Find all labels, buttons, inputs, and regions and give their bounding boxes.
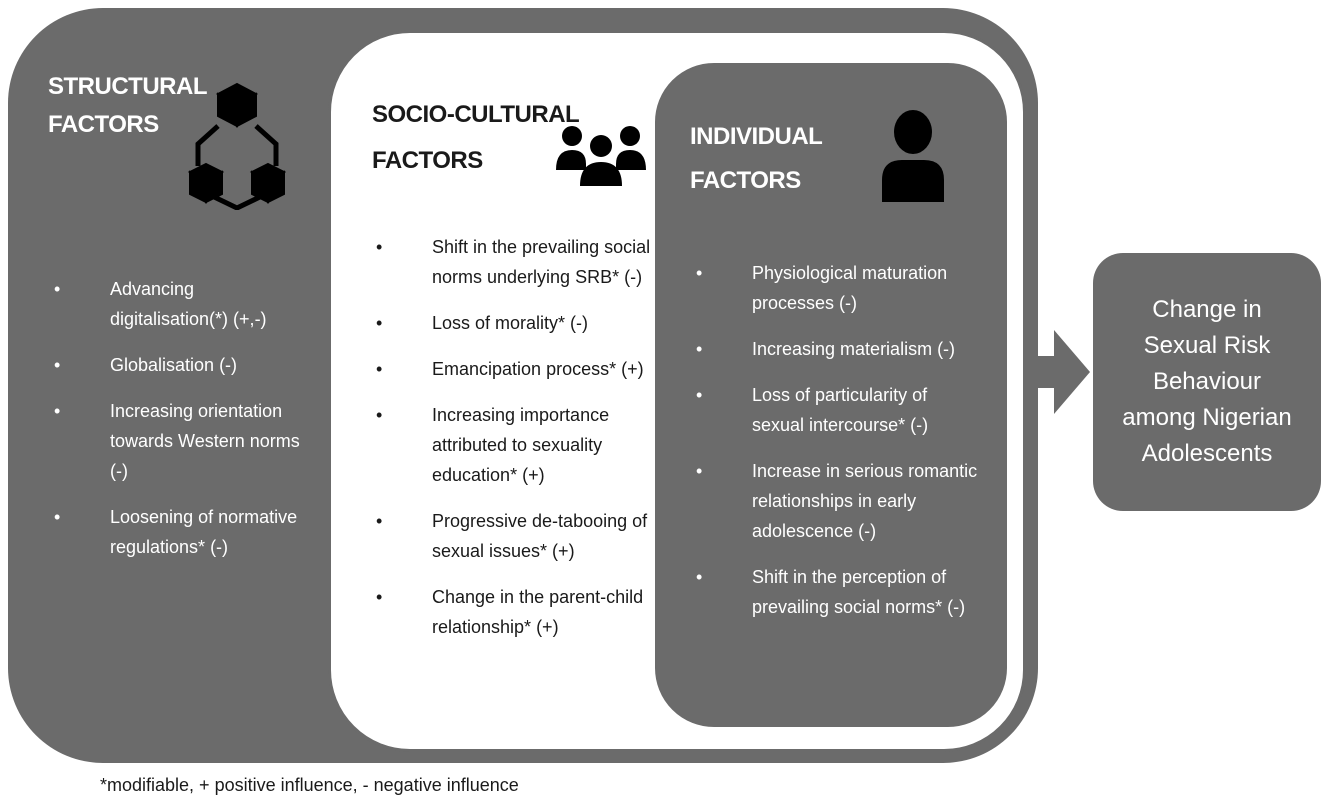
socio-cultural-factors-list: •Shift in the prevailing social norms un… xyxy=(376,232,654,658)
individual-factors-box xyxy=(652,60,1010,730)
socio-cultural-item-6: Change in the parent-child relationship*… xyxy=(432,587,644,637)
socio-cultural-item-3: Emancipation process* (+) xyxy=(432,359,644,379)
individual-item-5: Shift in the perception of prevailing so… xyxy=(752,567,966,617)
structural-item-4: Loosening of normative regulations* (-) xyxy=(110,507,298,557)
list-item: •Increasing orientation towards Western … xyxy=(54,401,300,481)
list-item: •Loosening of normative regulations* (-) xyxy=(54,507,298,557)
structural-item-1: Advancing digitalisation(*) (+,-) xyxy=(110,279,267,329)
list-item: •Advancing digitalisation(*) (+,-) xyxy=(54,279,267,329)
individual-item-2: Increasing materialism (-) xyxy=(752,339,956,359)
group-icon xyxy=(556,126,646,186)
structural-heading-line2: FACTORS xyxy=(48,111,159,138)
individual-factors-list: •Physiological maturation processes (-) … xyxy=(696,258,982,638)
list-item: •Globalisation (-) xyxy=(54,355,238,375)
list-item: •Progressive de-tabooing of sexual issue… xyxy=(376,511,648,561)
list-item: •Shift in the prevailing social norms un… xyxy=(376,237,651,287)
individual-item-3: Loss of particularity of sexual intercou… xyxy=(752,385,929,435)
list-item: •Shift in the perception of prevailing s… xyxy=(696,567,966,617)
structural-factors-list: •Advancing digitalisation(*) (+,-) •Glob… xyxy=(54,274,310,578)
outcome-label: Change in Sexual Risk Behaviour among Ni… xyxy=(1122,296,1292,467)
individual-heading-line2: FACTORS xyxy=(690,167,801,194)
structural-heading-line1: STRUCTURAL xyxy=(48,73,207,100)
individual-heading-line1: INDIVIDUAL xyxy=(690,123,823,150)
structural-item-2: Globalisation (-) xyxy=(110,355,238,375)
structural-item-3: Increasing orientation towards Western n… xyxy=(110,401,300,481)
person-icon xyxy=(882,110,944,202)
individual-heading: INDIVIDUAL FACTORS xyxy=(690,118,823,200)
socio-cultural-item-5: Progressive de-tabooing of sexual issues… xyxy=(432,511,648,561)
footnote: *modifiable, + positive influence, - neg… xyxy=(100,775,519,795)
list-item: •Physiological maturation processes (-) xyxy=(696,263,948,313)
structural-heading: STRUCTURAL FACTORS xyxy=(48,68,207,144)
arrow-right-icon xyxy=(1032,330,1090,414)
list-item: •Loss of particularity of sexual interco… xyxy=(696,385,929,435)
list-item: •Increase in serious romantic relationsh… xyxy=(696,461,978,541)
socio-cultural-heading-line2: FACTORS xyxy=(372,147,483,174)
list-item: •Change in the parent-child relationship… xyxy=(376,587,644,637)
socio-cultural-heading-line1: SOCIO-CULTURAL xyxy=(372,101,580,128)
individual-item-4: Increase in serious romantic relationshi… xyxy=(752,461,978,541)
list-item: •Increasing importance attributed to sex… xyxy=(376,405,610,485)
socio-cultural-heading: SOCIO-CULTURAL FACTORS xyxy=(372,96,580,180)
network-cubes-icon xyxy=(188,82,286,210)
individual-item-1: Physiological maturation processes (-) xyxy=(752,263,948,313)
socio-cultural-item-2: Loss of morality* (-) xyxy=(432,313,589,333)
socio-cultural-item-4: Increasing importance attributed to sexu… xyxy=(432,405,610,485)
list-item: •Loss of morality* (-) xyxy=(376,313,589,333)
list-item: •Increasing materialism (-) xyxy=(696,339,956,359)
list-item: •Emancipation process* (+) xyxy=(376,359,644,379)
socio-cultural-item-1: Shift in the prevailing social norms und… xyxy=(432,237,651,287)
outcome-box: Change in Sexual Risk Behaviour among Ni… xyxy=(1093,253,1321,511)
